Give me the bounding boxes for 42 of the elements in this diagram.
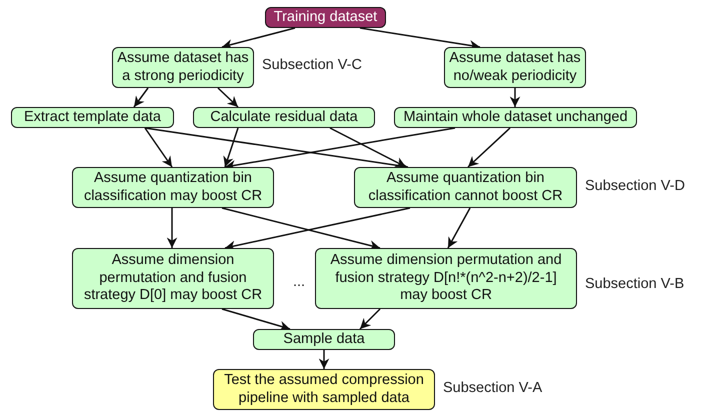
box-label: Extract template data: [24, 108, 161, 126]
section-note: Subsection V-D: [585, 178, 685, 194]
box-label: Assume dimension permutation and fusion strategy D[0] may boost CR: [82, 252, 264, 305]
box-label: Assume quantization bin classification may boost CR: [82, 170, 264, 205]
arrow: [217, 87, 239, 108]
arrow: [166, 208, 178, 248]
box-label: Maintain whole dataset unchanged: [403, 108, 628, 126]
arrow: [510, 88, 520, 107]
box-label: Sample data: [283, 330, 365, 348]
process-box: [11, 107, 174, 128]
arrow: [359, 308, 381, 330]
box-label: Calculate residual data: [210, 108, 358, 126]
arrow: [330, 127, 406, 168]
box-label: Assume dataset has no/weak periodicity: [448, 50, 582, 85]
arrow: [467, 127, 511, 168]
process-box: [253, 329, 395, 350]
process-box: [72, 167, 274, 208]
section-note: ...: [293, 274, 306, 290]
process-box: [315, 248, 577, 309]
process-box: [394, 107, 637, 128]
arrow: [222, 308, 290, 332]
box-label: Assume quantization bin classification cannot boost CR: [367, 170, 564, 205]
box-label: Test the assumed compression pipeline with sampled data: [223, 372, 425, 407]
section-note: Subsection V-B: [585, 276, 684, 292]
process-box: [265, 7, 386, 28]
box-label: Assume dataset has a strong periodicity: [116, 50, 250, 85]
box-label: Training dataset: [274, 8, 378, 26]
arrow: [318, 350, 330, 369]
process-box: [354, 167, 577, 208]
arrow: [222, 207, 380, 251]
section-note: Subsection V-C: [262, 57, 362, 73]
arrow: [447, 208, 471, 248]
box-label: Assume dimension permutation and fusion strategy D[n!*(n^2-n+2)/2-1] may boost CR: [330, 252, 562, 305]
process-box: [213, 369, 435, 410]
arrow: [133, 88, 149, 108]
section-note: Subsection V-A: [443, 380, 542, 396]
process-box: [193, 107, 375, 128]
arrow: [222, 27, 296, 50]
process-box: [72, 248, 274, 309]
arrow: [144, 128, 173, 168]
arrow: [224, 207, 410, 251]
arrow: [223, 128, 239, 168]
